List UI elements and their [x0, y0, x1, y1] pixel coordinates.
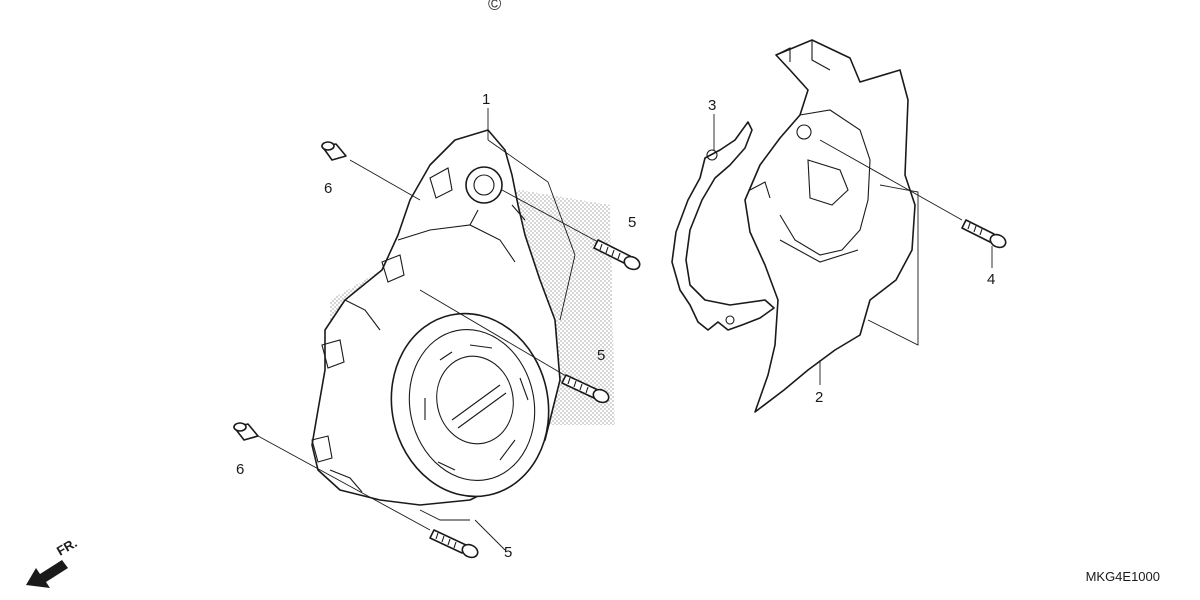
cover-gasket: [671, 121, 775, 331]
sprocket-cover-bolt: [961, 219, 1007, 249]
copyright-mark: ©: [488, 0, 502, 14]
callout-5-middle: 5: [597, 347, 605, 364]
dowel-pin-upper: [321, 141, 347, 161]
bolt-upper: [593, 239, 641, 271]
left-crankcase-cover: [311, 129, 561, 506]
dowel-pin-lower: [233, 422, 259, 441]
leader-lines: [257, 108, 993, 551]
front-arrow-icon: FR.: [26, 535, 80, 588]
diagram-code: MKG4E1000: [1085, 569, 1160, 584]
callout-1: 1: [482, 91, 490, 108]
callout-6-lower: 6: [236, 461, 244, 478]
callout-2: 2: [815, 389, 823, 406]
bolt-lower: [429, 529, 479, 559]
callout-5-lower: 5: [504, 544, 512, 561]
callout-4: 4: [987, 271, 995, 288]
callout-3: 3: [708, 97, 716, 114]
bolt-middle: [561, 374, 610, 404]
callout-6-upper: 6: [324, 180, 332, 197]
sprocket-cover: [744, 39, 916, 413]
front-arrow-label: FR.: [54, 535, 80, 558]
callout-5-upper: 5: [628, 214, 636, 231]
